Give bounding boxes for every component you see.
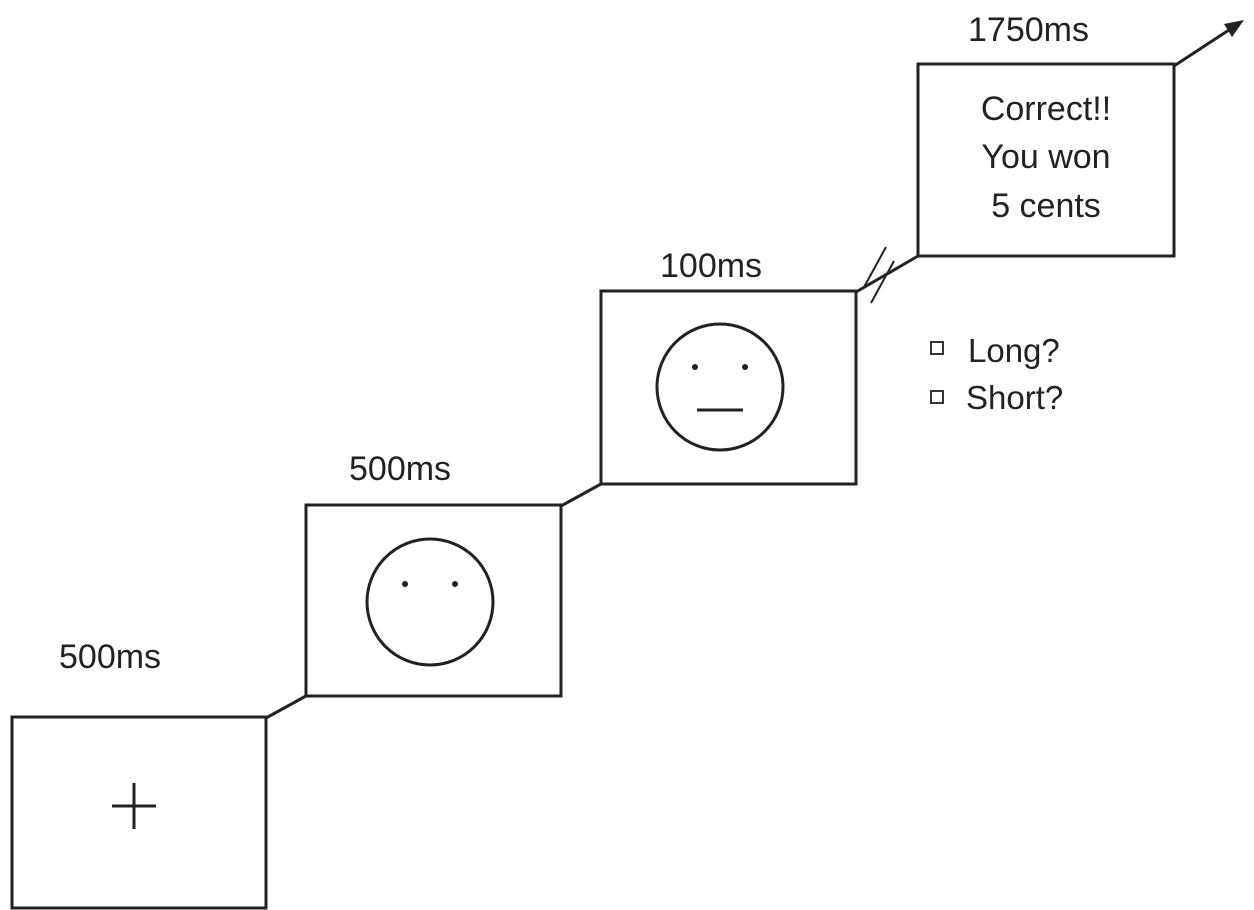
fixation-cross <box>112 783 156 829</box>
continuation-arrow <box>1173 20 1244 68</box>
response-option-label: Long? <box>968 332 1060 369</box>
time-break-mark <box>862 246 895 304</box>
checkbox-icon <box>930 390 944 404</box>
stimulus-duration-label: 100ms <box>660 247 762 285</box>
checkbox-icon <box>930 341 944 355</box>
feedback-line-3: 5 cents <box>991 187 1101 225</box>
feedback-line-2: You won <box>981 138 1110 176</box>
connector-fixation-to-cue <box>265 694 307 720</box>
fixation-frame <box>10 715 268 910</box>
response-option-long: Long? <box>930 332 1060 369</box>
cue-frame <box>304 503 563 698</box>
fixation-duration-label: 500ms <box>59 638 161 676</box>
feedback-frame <box>916 62 1176 258</box>
cue-duration-label: 500ms <box>349 450 451 488</box>
stimulus-frame <box>599 289 858 486</box>
response-option-short: Short? <box>930 379 1063 416</box>
cue-face <box>365 537 495 667</box>
connector-cue-to-stimulus <box>560 482 602 508</box>
response-option-label: Short? <box>966 379 1063 416</box>
stimulus-face <box>655 322 785 452</box>
feedback-line-1: Correct!! <box>981 90 1111 128</box>
feedback-duration-label: 1750ms <box>968 11 1089 49</box>
